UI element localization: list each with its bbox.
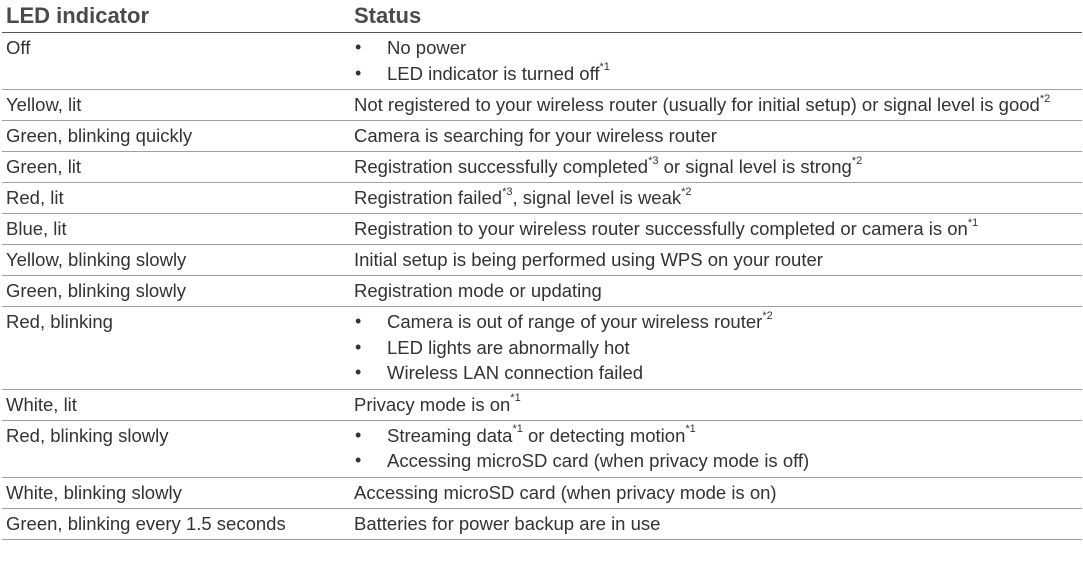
status-bullet-item: Camera is out of range of your wireless … xyxy=(354,309,1078,335)
footnote-marker: *3 xyxy=(648,154,659,167)
footnote-marker: *1 xyxy=(510,392,521,405)
footnote-marker: *1 xyxy=(512,423,523,436)
status-bullet-list: Camera is out of range of your wireless … xyxy=(354,309,1078,386)
status-cell: Registration successfully completed*3 or… xyxy=(350,151,1082,183)
status-cell: Batteries for power backup are in use xyxy=(350,508,1082,540)
status-text: Registration mode or updating xyxy=(354,280,602,301)
table-header: LED indicator Status xyxy=(2,0,1082,33)
status-text: Accessing microSD card (when privacy mod… xyxy=(387,450,810,471)
status-bullet-list: No powerLED indicator is turned off*1 xyxy=(354,35,1078,86)
status-cell: Registration to your wireless router suc… xyxy=(350,213,1082,245)
led-indicator-cell: Off xyxy=(2,32,350,90)
led-indicator-cell: Blue, lit xyxy=(2,213,350,245)
status-text: Registration successfully completed xyxy=(354,156,649,177)
status-cell: Registration failed*3, signal level is w… xyxy=(350,182,1082,214)
status-text: Camera is searching for your wireless ro… xyxy=(354,125,717,146)
status-text: Registration failed xyxy=(354,187,503,208)
status-cell: No powerLED indicator is turned off*1 xyxy=(350,32,1082,90)
status-cell: Not registered to your wireless router (… xyxy=(350,89,1082,121)
status-cell: Registration mode or updating xyxy=(350,275,1082,307)
status-cell: Initial setup is being performed using W… xyxy=(350,244,1082,276)
status-text: Camera is out of range of your wireless … xyxy=(387,311,763,332)
status-cell: Privacy mode is on*1 xyxy=(350,389,1082,421)
table-row: OffNo powerLED indicator is turned off*1 xyxy=(2,32,1082,90)
status-cell: Streaming data*1 or detecting motion*1Ac… xyxy=(350,420,1082,478)
status-text: Accessing microSD card (when privacy mod… xyxy=(354,481,777,503)
footnote-marker: *2 xyxy=(1039,92,1051,105)
footnote-marker: *2 xyxy=(681,185,692,198)
status-bullet-item: Wireless LAN connection failed xyxy=(354,360,1078,386)
footnote-marker: *2 xyxy=(762,309,773,322)
status-cell: Accessing microSD card (when privacy mod… xyxy=(350,477,1082,509)
footnote-marker: *2 xyxy=(851,154,863,167)
table-body: OffNo powerLED indicator is turned off*1… xyxy=(2,32,1082,540)
led-indicator-cell: Green, lit xyxy=(2,151,350,183)
led-indicator-cell: Red, lit xyxy=(2,182,350,214)
status-text: Not registered to your wireless router (… xyxy=(354,94,1040,115)
footnote-marker: *1 xyxy=(685,423,696,436)
led-status-table: LED indicator Status OffNo powerLED indi… xyxy=(2,0,1082,540)
status-text: , signal level is weak xyxy=(512,187,682,208)
status-text: No power xyxy=(387,37,467,58)
status-text: Registration to your wireless router suc… xyxy=(354,218,968,239)
status-text: Privacy mode is on xyxy=(354,393,511,415)
led-indicator-cell: Red, blinking xyxy=(2,306,350,390)
table-row: Red, blinking Camera is out of range of y… xyxy=(2,306,1082,390)
status-text: Initial setup is being performed using W… xyxy=(354,249,823,270)
header-led-indicator: LED indicator xyxy=(2,0,350,33)
status-cell: Camera is out of range of your wireless … xyxy=(350,306,1082,390)
footnote-marker: *1 xyxy=(599,61,610,74)
led-indicator-cell: Green, blinking every 1.5 seconds xyxy=(2,508,350,540)
footnote-marker: *3 xyxy=(502,185,513,198)
status-bullet-item: LED lights are abnormally hot xyxy=(354,335,1078,361)
led-indicator-cell: Yellow, blinking slowly xyxy=(2,244,350,276)
led-indicator-cell: Green, blinking quickly xyxy=(2,120,350,152)
status-bullet-list: Streaming data*1 or detecting motion*1Ac… xyxy=(354,423,1078,474)
status-text: Batteries for power backup are in use xyxy=(354,512,661,534)
led-indicator-cell: White, blinking slowly xyxy=(2,477,350,509)
status-bullet-item: Accessing microSD card (when privacy mod… xyxy=(354,448,1078,474)
led-indicator-cell: Red, blinking slowly xyxy=(2,420,350,478)
header-status: Status xyxy=(350,0,1082,33)
header-row: LED indicator Status xyxy=(2,0,1082,33)
table-row: Red, blinking slowlyStreaming data*1 or … xyxy=(2,420,1082,478)
status-bullet-item: No power xyxy=(354,35,1078,61)
status-text: LED indicator is turned off xyxy=(387,62,600,84)
led-indicator-cell: Green, blinking slowly xyxy=(2,275,350,307)
led-indicator-cell: White, lit xyxy=(2,389,350,421)
status-cell: Camera is searching for your wireless ro… xyxy=(350,120,1082,152)
status-text: or signal level is strong xyxy=(658,156,852,177)
status-text: Streaming data xyxy=(387,424,513,446)
status-text: Wireless LAN connection failed xyxy=(387,362,644,383)
status-text: LED lights are abnormally hot xyxy=(387,336,630,358)
status-bullet-item: LED indicator is turned off*1 xyxy=(354,61,1078,87)
led-indicator-cell: Yellow, lit xyxy=(2,89,350,121)
footnote-marker: *1 xyxy=(967,216,979,229)
status-bullet-item: Streaming data*1 or detecting motion*1 xyxy=(354,423,1078,449)
status-text: or detecting motion xyxy=(522,424,686,446)
